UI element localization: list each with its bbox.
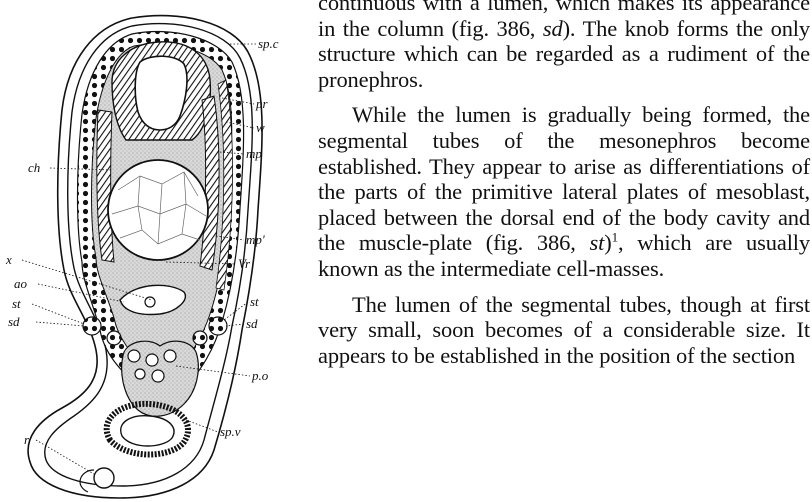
vessel-r (94, 468, 114, 488)
neural-canal (135, 56, 187, 130)
label-vr: Vr (238, 256, 251, 271)
label-segmental-duct-right: sd (246, 316, 258, 331)
label-segmental-tube-right: st (250, 294, 259, 309)
label-segmental-duct-left: sd (8, 314, 20, 329)
segmental-duct-left (83, 317, 101, 335)
label-pronephros: pr (255, 96, 269, 111)
segmental-duct-right (209, 317, 227, 335)
label-aorta: ao (14, 276, 28, 291)
label-notochord: ch (28, 160, 40, 175)
segmental-tube-left (107, 331, 121, 345)
embryo-section-figure: sp.c pr w mp mp' Vr ch x ao st st sd sd … (0, 0, 312, 502)
notochord (108, 160, 208, 260)
paragraph-2: While the lumen is gradually being forme… (318, 102, 810, 281)
label-spinal-cord: sp.c (258, 36, 279, 51)
label-primitive-ova: p.o (251, 368, 269, 383)
label-splanchnic-vein: sp.v (220, 424, 241, 439)
label-x: x (5, 252, 12, 267)
label-muscle-plate-prime: mp' (246, 232, 265, 247)
label-segmental-tube-left: st (12, 296, 21, 311)
paragraph-3: The lumen of the segmental tubes, though… (318, 292, 810, 369)
paragraph-1-ref-sd: sd (543, 16, 563, 41)
label-muscle-plate: mp (246, 146, 262, 161)
label-w: w (256, 120, 265, 135)
body-text: continuous with a lumen, which makes its… (318, 0, 810, 502)
paragraph-1: continuous with a lumen, which makes its… (318, 0, 810, 92)
segmental-tube-right (193, 331, 207, 345)
splanchnopleure-loop (121, 416, 174, 446)
paragraph-2-ref-st: st (590, 230, 605, 255)
